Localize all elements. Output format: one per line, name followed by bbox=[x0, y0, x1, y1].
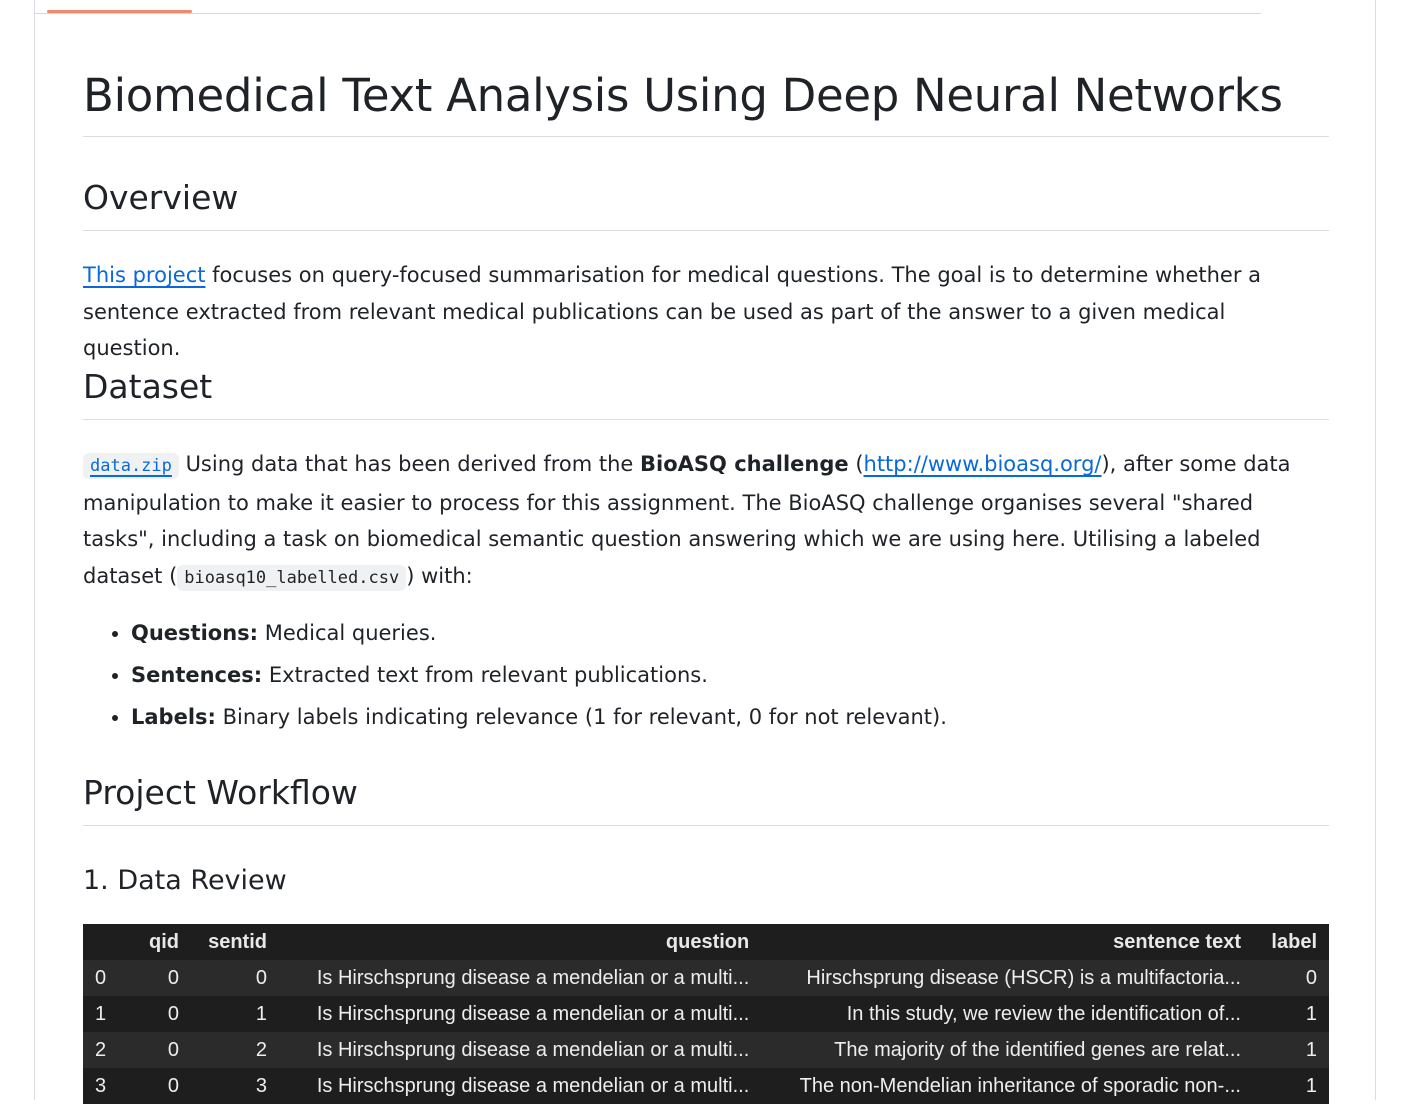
column-header-sentid: sentid bbox=[208, 930, 267, 953]
cell-qid: 0 bbox=[127, 1032, 191, 1068]
overview-section: Overview bbox=[83, 176, 1329, 231]
table-row: 2 0 2 Is Hirschsprung disease a mendelia… bbox=[83, 1032, 1329, 1068]
cell-qid: 0 bbox=[127, 960, 191, 996]
overview-text: focuses on query-focused summarisation f… bbox=[83, 263, 1262, 360]
list-item-text: Extracted text from relevant publication… bbox=[262, 663, 708, 687]
overview-paragraph: This project focuses on query-focused su… bbox=[83, 257, 1329, 367]
active-tab-indicator bbox=[47, 10, 192, 13]
dataframe-output: qid sentid question sentence text label … bbox=[83, 924, 1329, 1104]
column-header-qid: qid bbox=[149, 930, 179, 953]
data-zip-code: data.zip bbox=[83, 453, 179, 479]
overview-heading: Overview bbox=[83, 176, 1329, 231]
cell-sentid: 1 bbox=[191, 996, 279, 1032]
cell-qid: 0 bbox=[127, 996, 191, 1032]
overview-paragraph-block: This project focuses on query-focused su… bbox=[83, 257, 1329, 367]
cell-sentence-text: The non-Mendelian inheritance of sporadi… bbox=[761, 1068, 1253, 1104]
dataset-section: Dataset bbox=[83, 365, 1329, 420]
table-row: 1 0 1 Is Hirschsprung disease a mendelia… bbox=[83, 996, 1329, 1032]
cell-sentid: 2 bbox=[191, 1032, 279, 1068]
data-zip-link[interactable]: data.zip bbox=[83, 452, 179, 479]
table-header-row: qid sentid question sentence text label bbox=[83, 924, 1329, 960]
tab-underline bbox=[35, 13, 1261, 14]
bioasq-url-link[interactable]: http://www.bioasq.org/ bbox=[863, 452, 1102, 476]
cell-label: 1 bbox=[1253, 996, 1329, 1032]
list-item-label: Sentences: bbox=[131, 663, 263, 687]
dataframe-table: qid sentid question sentence text label … bbox=[83, 924, 1329, 1104]
cell-sentid: 3 bbox=[191, 1068, 279, 1104]
workflow-section: Project Workflow bbox=[83, 771, 1329, 826]
list-item-label: Questions: bbox=[131, 621, 259, 645]
table-row: 0 0 0 Is Hirschsprung disease a mendelia… bbox=[83, 960, 1329, 996]
dataset-list-block: Questions: Medical queries. Sentences: E… bbox=[83, 612, 1329, 738]
table-row: 3 0 3 Is Hirschsprung disease a mendelia… bbox=[83, 1068, 1329, 1104]
cell-question: Is Hirschsprung disease a mendelian or a… bbox=[279, 996, 762, 1032]
cell-sentence-text: Hirschsprung disease (HSCR) is a multifa… bbox=[761, 960, 1253, 996]
list-item: Labels: Binary labels indicating relevan… bbox=[131, 696, 1329, 738]
bioasq-bold: BioASQ challenge bbox=[640, 452, 849, 476]
data-review-section: 1. Data Review bbox=[83, 863, 1329, 899]
column-header-sentence-text: sentence text bbox=[1113, 930, 1241, 953]
column-header-question: question bbox=[665, 930, 750, 953]
cell-label: 0 bbox=[1253, 960, 1329, 996]
dataset-text-3: ), after some data manipulation to make … bbox=[83, 452, 1291, 588]
list-item-label: Labels: bbox=[131, 705, 216, 729]
cell-question: Is Hirschsprung disease a mendelian or a… bbox=[279, 1032, 762, 1068]
csv-file-code: bioasq10_labelled.csv bbox=[177, 564, 407, 591]
cell-sentence-text: The majority of the identified genes are… bbox=[761, 1032, 1253, 1068]
cell-qid: 0 bbox=[127, 1068, 191, 1104]
row-index: 1 bbox=[83, 996, 127, 1032]
cell-label: 1 bbox=[1253, 1068, 1329, 1104]
row-index: 0 bbox=[83, 960, 127, 996]
dataset-paragraph: data.zip Using data that has been derive… bbox=[83, 446, 1329, 596]
list-item-text: Binary labels indicating relevance (1 fo… bbox=[215, 705, 947, 729]
column-header-index bbox=[83, 924, 127, 960]
row-index: 3 bbox=[83, 1068, 127, 1104]
page-title: Biomedical Text Analysis Using Deep Neur… bbox=[83, 66, 1329, 137]
cell-question: Is Hirschsprung disease a mendelian or a… bbox=[279, 960, 762, 996]
list-item: Questions: Medical queries. bbox=[131, 612, 1329, 654]
dataset-text-2: ( bbox=[848, 452, 864, 476]
dataset-feature-list: Questions: Medical queries. Sentences: E… bbox=[83, 612, 1329, 738]
cell-question: Is Hirschsprung disease a mendelian or a… bbox=[279, 1068, 762, 1104]
list-item: Sentences: Extracted text from relevant … bbox=[131, 654, 1329, 696]
dataset-heading: Dataset bbox=[83, 365, 1329, 420]
row-index: 2 bbox=[83, 1032, 127, 1068]
dataset-text-4: ) with: bbox=[406, 563, 473, 588]
list-item-text: Medical queries. bbox=[258, 621, 437, 645]
dataset-text-1: Using data that has been derived from th… bbox=[178, 452, 641, 476]
project-link[interactable]: This project bbox=[83, 263, 206, 287]
workflow-heading: Project Workflow bbox=[83, 771, 1329, 826]
data-review-heading: 1. Data Review bbox=[83, 865, 287, 896]
readme-card: Biomedical Text Analysis Using Deep Neur… bbox=[34, 0, 1376, 1104]
column-header-label: label bbox=[1271, 930, 1317, 953]
cell-sentid: 0 bbox=[191, 960, 279, 996]
dataset-paragraph-block: data.zip Using data that has been derive… bbox=[83, 446, 1329, 596]
cell-label: 1 bbox=[1253, 1032, 1329, 1068]
cell-sentence-text: In this study, we review the identificat… bbox=[761, 996, 1253, 1032]
